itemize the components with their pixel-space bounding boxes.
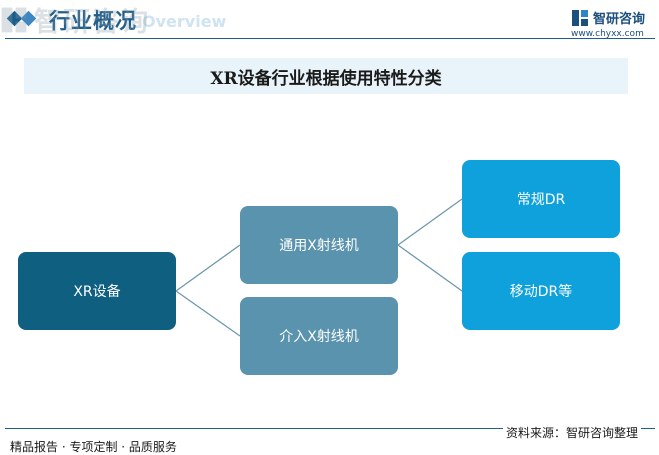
node-label: 介入X射线机 <box>279 329 359 345</box>
section-title: 行业概况 <box>49 9 137 33</box>
node-xr-device: XR设备 <box>18 252 176 330</box>
node-conventional-dr: 常规DR <box>462 160 620 238</box>
connector-root-mid2 <box>175 290 241 337</box>
node-label: XR设备 <box>73 284 121 300</box>
diagram-title-banner: XR设备行业根据使用特性分类 <box>24 58 628 94</box>
page-header: Overview 行业概况 智研咨询 www.chyxx.com <box>0 0 659 40</box>
diagram-title: XR设备行业根据使用特性分类 <box>210 68 442 89</box>
node-interventional-xray: 介入X射线机 <box>240 297 398 375</box>
node-label: 常规DR <box>516 192 566 208</box>
connector-mid1-leaf1 <box>397 198 463 246</box>
logo-url: www.chyxx.com <box>571 29 644 39</box>
footer-slogan: 精品报告 · 专项定制 · 品质服务 <box>10 440 177 454</box>
node-label: 移动DR等 <box>509 284 573 300</box>
watermark-logo: 智研咨询 <box>0 0 659 39</box>
header-divider <box>5 38 655 39</box>
node-label: 通用X射线机 <box>279 238 359 254</box>
footer-source: 资料来源：智研咨询整理 <box>503 424 642 441</box>
watermark-logo-icon <box>1 7 27 32</box>
connector-root-mid1 <box>175 244 241 292</box>
node-general-xray: 通用X射线机 <box>240 206 398 284</box>
brand-logo: 智研咨询 <box>571 8 645 27</box>
node-mobile-dr: 移动DR等 <box>462 252 620 330</box>
connector-mid1-leaf2 <box>397 244 463 292</box>
watermark-text: 智研咨询 <box>34 7 150 38</box>
footer-divider <box>5 428 655 429</box>
section-subtitle-en: Overview <box>142 12 227 31</box>
logo-text: 智研咨询 <box>593 12 646 27</box>
logo-icon <box>572 9 588 26</box>
